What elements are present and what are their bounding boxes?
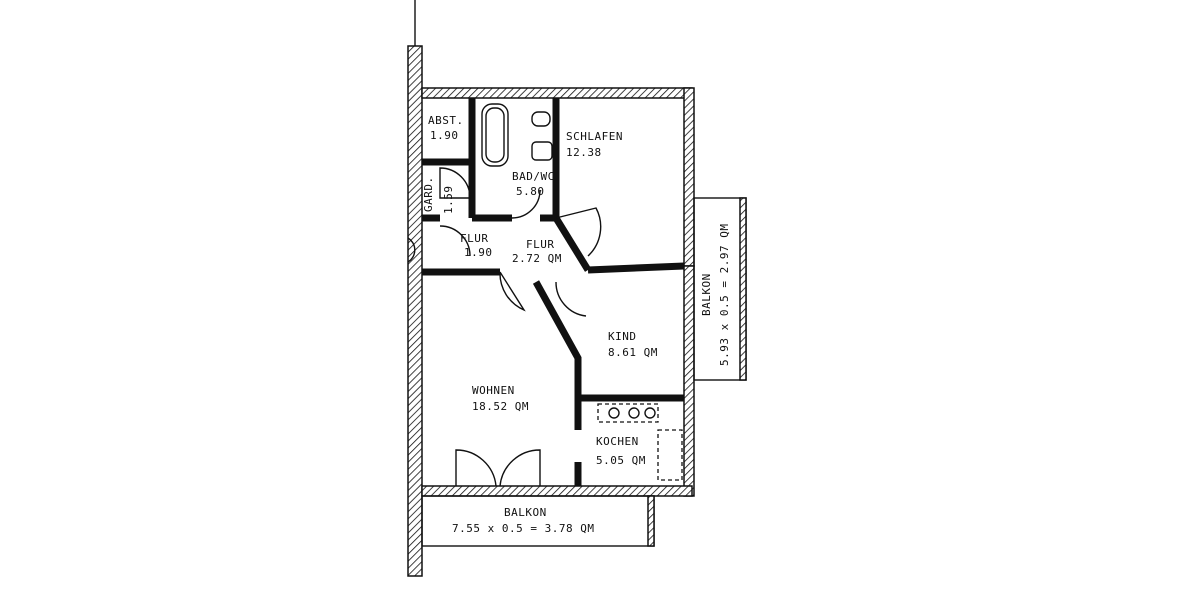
- stove-burner: [628, 407, 640, 419]
- door-wohnen: [499, 271, 526, 312]
- toilet: [531, 111, 551, 127]
- outer-bottom-wall: [421, 485, 693, 497]
- room-area-kind: 8.61 QM: [608, 346, 658, 359]
- door-garderobe: [439, 225, 471, 257]
- balcony-door-left: [455, 449, 497, 487]
- room-name-garderobe: GARD.: [422, 176, 435, 212]
- outer-right-wall-lower: [683, 265, 695, 497]
- room-name-flur-small: FLUR: [460, 232, 489, 245]
- bottom-balcony: [421, 495, 655, 547]
- room-area-flur-small: 1.90: [464, 246, 493, 259]
- room-name-schlafen: SCHLAFEN: [566, 130, 623, 143]
- bottom-balcony-rail: [647, 495, 655, 547]
- balcony-door-right: [499, 449, 541, 487]
- bathtub: [481, 103, 509, 167]
- kitchen-counter-side: [657, 429, 683, 481]
- wall-schlafen-kind: [587, 262, 685, 274]
- room-name-bad: BAD/WC: [512, 170, 555, 183]
- side-balcony-formula: 5.93 x 0.5 = 2.97 QM: [718, 224, 731, 366]
- kitchen-counter: [597, 403, 659, 423]
- bathtub-inner: [485, 107, 505, 163]
- room-area-garderobe: 1.59: [442, 186, 455, 215]
- side-balcony-name: BALKON: [700, 273, 713, 316]
- entrance-door: [407, 237, 416, 263]
- washbasin: [531, 141, 553, 161]
- room-area-bad: 5.80: [516, 185, 545, 198]
- room-area-kochen: 5.05 QM: [596, 454, 646, 467]
- door-bad: [511, 189, 541, 219]
- door-abstell: [439, 167, 471, 199]
- room-name-wohnen: WOHNEN: [472, 384, 515, 397]
- room-area-schlafen: 12.38: [566, 146, 602, 159]
- stove-burner: [644, 407, 656, 419]
- stove-burner: [608, 407, 620, 419]
- door-schlafen: [555, 207, 602, 257]
- wall-flur-kind-diagonal: [532, 280, 582, 400]
- room-area-abstell: 1.90: [430, 129, 459, 142]
- room-area-wohnen: 18.52 QM: [472, 400, 529, 413]
- room-name-kochen: KOCHEN: [596, 435, 639, 448]
- bottom-balcony-formula: 7.55 x 0.5 = 3.78 QM: [452, 522, 594, 535]
- room-name-flur-main: FLUR: [526, 238, 555, 251]
- room-name-abstell: ABST.: [428, 114, 464, 127]
- side-balcony-rail: [739, 197, 747, 381]
- bottom-balcony-name: BALKON: [504, 506, 547, 519]
- outer-top-wall: [421, 87, 693, 99]
- outer-right-wall-upper: [683, 87, 695, 267]
- room-area-flur-main: 2.72 QM: [512, 252, 562, 265]
- door-kind: [555, 281, 587, 317]
- wall-flur-schlafen: [553, 216, 591, 272]
- room-name-kind: KIND: [608, 330, 637, 343]
- outer-left-wall: [407, 45, 423, 577]
